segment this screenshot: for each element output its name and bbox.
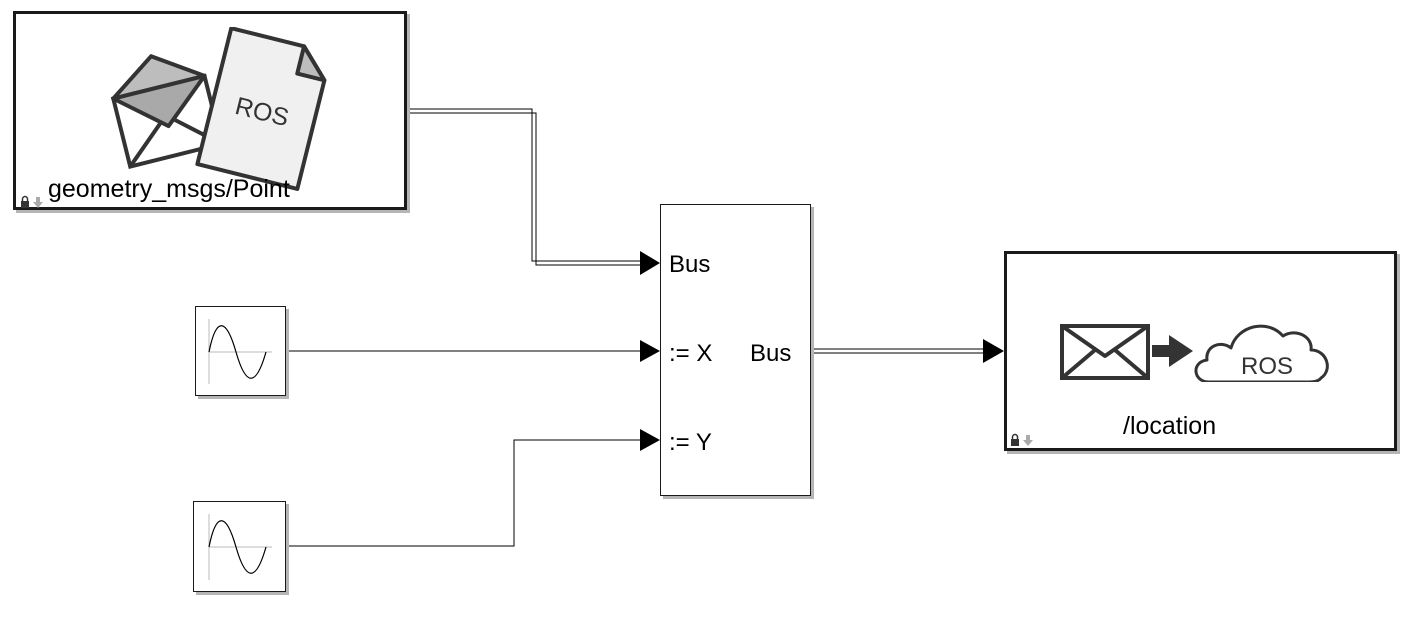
arrowhead-publish-input	[983, 339, 1004, 363]
topic-label: /location	[1123, 412, 1217, 440]
sine-wave-icon	[208, 319, 272, 384]
input-port-y-label: := Y	[669, 429, 712, 456]
arrowhead-y-input	[640, 429, 660, 451]
ros-publish-block[interactable]: ROS /location	[1004, 251, 1397, 451]
input-port-x-label: := X	[669, 340, 713, 367]
ros-message-icon: ROS	[110, 27, 327, 191]
arrowhead-bus-input	[640, 251, 660, 275]
output-port-bus-label: Bus	[750, 340, 792, 367]
sine-wave-icon	[208, 514, 272, 580]
bus-assignment-block[interactable]: Bus := X := Y Bus	[660, 204, 811, 496]
bus-line-message-to-assignment[interactable]	[406, 108, 640, 266]
blank-message-block[interactable]: ROS geometry_msgs/Point	[13, 11, 407, 210]
sine-wave-block-2[interactable]	[193, 501, 286, 592]
lock-link-icon	[21, 195, 43, 208]
lock-link-icon	[1011, 433, 1033, 446]
sine-wave-block-1[interactable]	[195, 306, 286, 396]
message-type-label: geometry_msgs/Point	[48, 175, 290, 203]
arrowhead-x-input	[640, 340, 660, 362]
bus-line-assignment-to-publish[interactable]	[812, 348, 985, 354]
input-port-bus-label: Bus	[669, 251, 711, 278]
publish-icon: ROS	[1060, 324, 1329, 382]
ros-cloud-text: ROS	[1241, 353, 1293, 380]
signal-line-y[interactable]	[287, 439, 640, 547]
